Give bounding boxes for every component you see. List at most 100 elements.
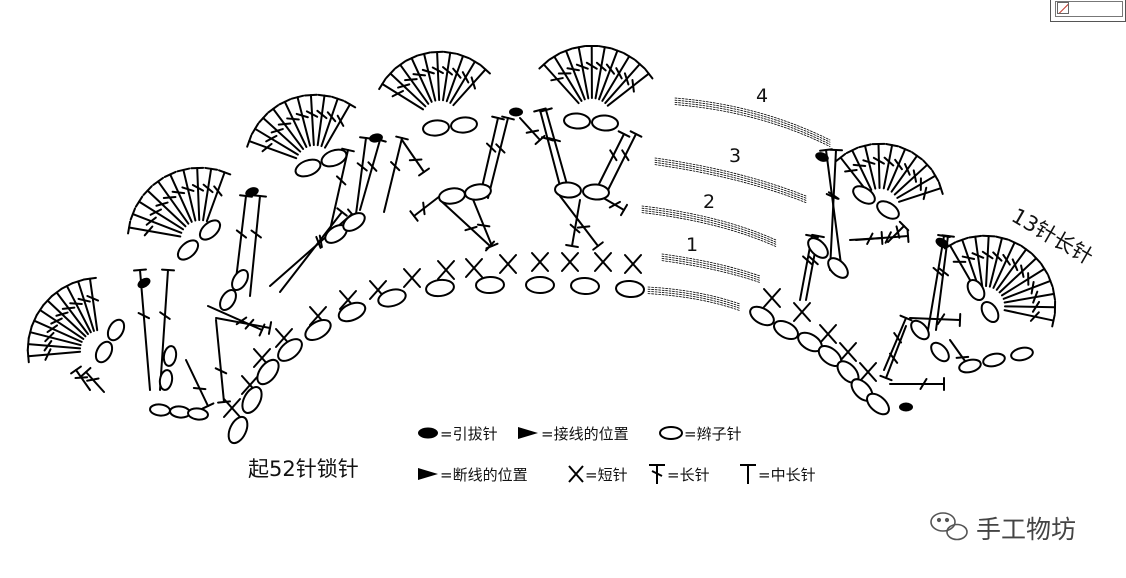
double-crochet <box>608 134 636 190</box>
chain-stitch <box>978 299 1002 325</box>
double-crochet-bar <box>405 79 417 80</box>
row-leader <box>648 294 740 311</box>
double-crochet <box>197 168 199 220</box>
join-yarn-icon <box>518 427 538 439</box>
row-leader <box>675 102 830 144</box>
double-crochet-bar <box>164 197 176 198</box>
double-crochet-top <box>912 152 922 159</box>
chain-stitch <box>563 113 590 130</box>
double-crochet <box>28 352 80 357</box>
foundation-chain-label: 起52针锁针 <box>248 457 359 481</box>
double-crochet-top <box>153 178 163 185</box>
double-crochet <box>488 118 508 198</box>
double-crochet <box>1005 310 1054 320</box>
double-crochet-top <box>549 54 559 60</box>
double-crochet <box>356 138 366 214</box>
row-label-3: 3 <box>729 145 741 167</box>
slip-stitch <box>509 108 523 117</box>
double-crochet-bar <box>527 130 538 132</box>
double-crochet <box>572 200 580 246</box>
double-crochet-bar <box>924 188 927 199</box>
double-crochet-top <box>830 150 842 151</box>
wechat-icon <box>931 513 967 540</box>
double-crochet <box>886 326 906 378</box>
row-leader <box>642 208 776 242</box>
double-crochet <box>830 150 836 270</box>
double-crochet-top <box>218 401 230 402</box>
legend-fasten-off: =断线的位置 <box>440 466 528 484</box>
double-crochet-bar <box>632 80 633 92</box>
double-crochet-top <box>254 195 266 196</box>
double-crochet-top <box>337 208 346 215</box>
slip-stitch-icon <box>418 428 438 439</box>
double-crochet <box>520 118 540 140</box>
double-crochet <box>28 344 80 348</box>
window-control[interactable] <box>1050 0 1126 22</box>
chain-stitch <box>196 217 223 244</box>
row-leader <box>675 98 830 140</box>
double-crochet <box>879 144 880 188</box>
double-crochet <box>910 318 960 320</box>
chain-stitch <box>438 187 466 206</box>
row-leader <box>655 165 806 203</box>
double-crochet-bar <box>551 78 562 80</box>
double-crochet-bar <box>413 74 425 75</box>
double-crochet-top <box>84 278 96 280</box>
double-crochet <box>986 236 989 286</box>
double-crochet-bar <box>607 65 614 74</box>
legend-chain: =辫子针 <box>684 425 742 443</box>
double-crochet-bar <box>578 226 590 227</box>
double-crochet-top <box>71 367 81 374</box>
double-crochet-bar <box>173 192 185 193</box>
double-crochet <box>990 238 1002 287</box>
double-crochet-top <box>599 46 611 48</box>
chain-stitch <box>174 237 201 264</box>
double-crochet-bar <box>328 112 336 121</box>
chain-stitch <box>229 267 251 293</box>
double-crochet-bar <box>963 257 974 259</box>
chain-stitch <box>747 303 777 329</box>
double-crochet-bar <box>263 144 272 151</box>
double-crochet-top <box>410 211 417 221</box>
double-crochet-bar <box>478 225 490 227</box>
chain-icon <box>660 427 682 439</box>
double-crochet <box>250 196 260 296</box>
chain-stitch <box>1010 346 1034 362</box>
double-crochet-top <box>305 95 317 96</box>
double-crochet-top <box>379 79 385 89</box>
double-crochet-icon <box>649 465 665 484</box>
double-crochet <box>437 52 439 100</box>
chain-stitch <box>238 384 265 416</box>
double-crochet-bar <box>1021 266 1023 277</box>
double-crochet-top <box>1052 315 1054 327</box>
chain-stitch <box>225 414 251 446</box>
chain-stitch <box>425 278 455 298</box>
double-crochet-bar <box>214 186 221 195</box>
slip-stitch <box>136 276 153 291</box>
row-leader <box>675 100 830 142</box>
edge-stitch-label: 13针长针 <box>1008 204 1098 270</box>
double-crochet-bar <box>423 203 424 215</box>
double-crochet <box>186 360 208 406</box>
legend-double-crochet: =长针 <box>667 466 710 484</box>
double-crochet <box>384 138 402 212</box>
chain-stitch <box>162 345 177 367</box>
double-crochet <box>216 320 224 402</box>
double-crochet-top <box>859 144 871 147</box>
double-crochet <box>298 97 310 145</box>
chain-stitch <box>874 198 902 223</box>
double-crochet <box>596 134 624 190</box>
row-leader <box>642 210 776 244</box>
double-crochet-bar <box>78 299 89 302</box>
chain-stitch <box>554 182 581 199</box>
chain-stitch <box>615 280 644 298</box>
legend-slip-stitch: =引拔针 <box>440 425 498 443</box>
double-crochet-top <box>162 270 174 271</box>
double-crochet <box>596 47 605 98</box>
slip-stitch <box>368 132 383 143</box>
double-crochet-bar <box>1032 282 1034 293</box>
fasten-off-icon <box>418 468 438 480</box>
double-crochet-top <box>136 197 142 207</box>
